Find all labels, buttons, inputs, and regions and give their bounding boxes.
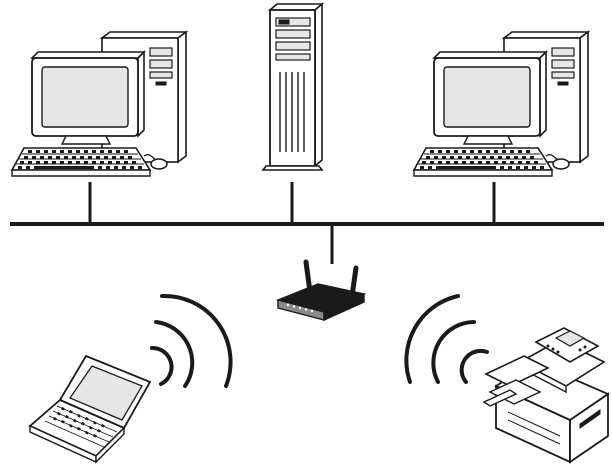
network-bus <box>10 182 604 264</box>
wireless-signal-left-icon <box>150 293 233 388</box>
desktop-computer-icon <box>412 30 591 177</box>
desktop-computer-icon <box>10 30 189 177</box>
wireless-signal-right-icon <box>404 294 489 384</box>
laptop-icon <box>28 354 152 464</box>
wireless-router-icon <box>275 259 367 322</box>
tower-server-icon <box>261 2 325 171</box>
printer-icon <box>482 327 610 464</box>
